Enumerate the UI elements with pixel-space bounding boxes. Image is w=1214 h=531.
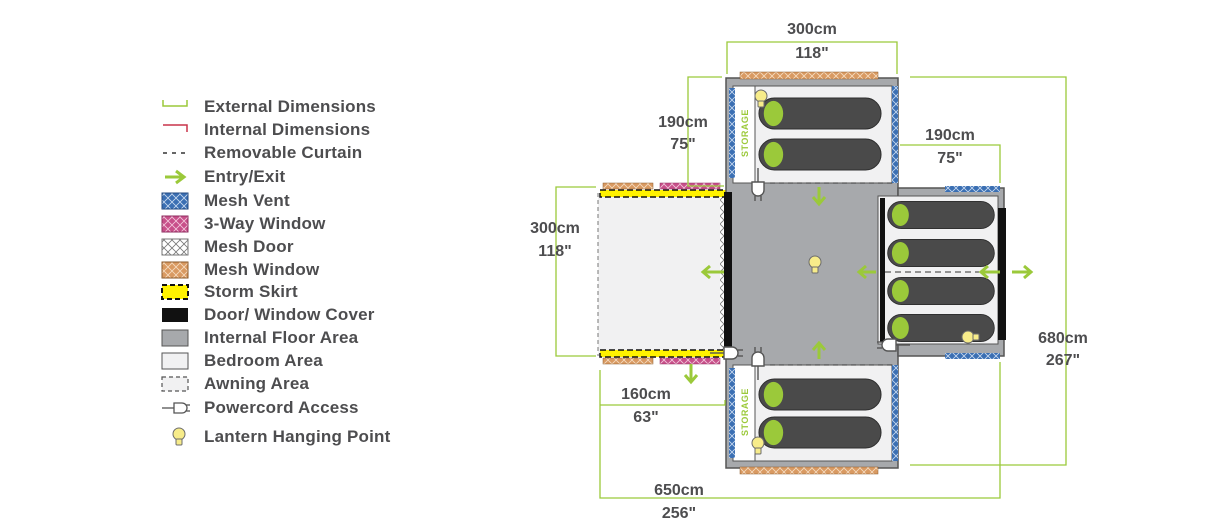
dim-right-room-depth-cm: 190cm	[925, 127, 975, 144]
legend-item-entry-exit: Entry/Exit	[160, 166, 285, 188]
door-window-cover-icon	[160, 304, 190, 326]
removable-curtain-icon	[160, 142, 190, 164]
legend-item-awning-area: Awning Area	[160, 373, 309, 395]
awning-area-icon	[160, 373, 190, 395]
legend-label: External Dimensions	[204, 97, 376, 116]
sleeping-bag	[758, 138, 882, 171]
dim-awning-height-cm: 300cm	[530, 220, 580, 237]
entry-exit-arrows	[683, 187, 1034, 385]
legend-label: Internal Dimensions	[204, 120, 371, 139]
external-dimensions-icon	[160, 96, 190, 118]
legend-label: Awning Area	[204, 374, 310, 393]
legend-item-mesh-vent: Mesh Vent	[160, 190, 290, 212]
legend-item-bedroom-area: Bedroom Area	[160, 350, 323, 372]
legend-item-storm-skirt: Storm Skirt	[160, 281, 298, 303]
entry-exit-arrow-icon	[683, 364, 699, 385]
awning-3way-window-bottom	[659, 357, 721, 365]
storage-label-bottom: STORAGE	[740, 388, 750, 436]
legend-label: Internal Floor Area	[204, 328, 359, 347]
storage-label-top: STORAGE	[740, 109, 750, 157]
entry-exit-arrow-icon	[1012, 264, 1034, 280]
dim-left-room-depth-cm: 190cm	[658, 114, 708, 131]
legend-item-internal-floor-area: Internal Floor Area	[160, 327, 358, 349]
legend-item-removable-curtain: Removable Curtain	[160, 142, 362, 164]
mesh-window-top	[739, 71, 879, 80]
legend-item-external-dimensions: External Dimensions	[160, 96, 376, 118]
legend-label: Mesh Window	[204, 260, 320, 279]
dim-awning-depth-cm: 160cm	[621, 386, 671, 403]
legend-label: Lantern Hanging Point	[204, 427, 391, 446]
legend-label: Entry/Exit	[204, 167, 286, 186]
mesh-vent-top-right	[892, 86, 898, 183]
legend-item-internal-dimensions: Internal Dimensions	[160, 119, 370, 141]
legend-label: Storm Skirt	[204, 282, 298, 301]
entry-exit-arrow-icon	[160, 166, 190, 188]
awning-mesh-window-top-left	[602, 182, 654, 190]
legend-label: Mesh Vent	[204, 191, 290, 210]
legend-label: Powercord Access	[204, 398, 359, 417]
legend-item-lantern: Lantern Hanging Point	[160, 426, 390, 448]
sleeping-bag	[887, 201, 995, 229]
dim-top-width-cm: 300cm	[787, 21, 837, 38]
internal-floor-area-icon	[160, 327, 190, 349]
dim-top-width-in: 118"	[795, 45, 828, 62]
mesh-vent-right-bottom	[945, 353, 1000, 359]
legend-label: Bedroom Area	[204, 351, 323, 370]
mesh-vent-right-top	[945, 186, 1000, 192]
bedroom-area-icon	[160, 350, 190, 372]
legend-item-door-window-cover: Door/ Window Cover	[160, 304, 375, 326]
sleeping-bag	[758, 416, 882, 449]
awning-mesh-window-bottom-left	[602, 357, 654, 365]
sleeping-bag	[758, 97, 882, 130]
entry-exit-arrow-icon	[811, 187, 827, 207]
legend-label: Door/ Window Cover	[204, 305, 375, 324]
mesh-door-icon	[160, 236, 190, 258]
legend-item-mesh-window: Mesh Window	[160, 259, 319, 281]
dim-awning-height-in: 118"	[538, 243, 571, 260]
dim-total-length-cm: 650cm	[654, 482, 704, 499]
legend-item-powercord-access: Powercord Access	[160, 397, 359, 419]
front-door-cover	[724, 192, 732, 355]
three-way-window-icon	[160, 213, 190, 235]
internal-dimensions-icon	[160, 119, 190, 141]
lantern-icon	[160, 426, 190, 448]
dim-awning-depth-in: 63"	[633, 409, 658, 426]
dim-left-room-depth-in: 75"	[670, 136, 695, 153]
mesh-vent-top-left	[729, 88, 735, 178]
storm-skirt-icon	[160, 281, 190, 303]
legend-label: 3-Way Window	[204, 214, 326, 233]
entry-exit-arrow-icon	[700, 264, 724, 280]
powercord-access-icon	[160, 397, 190, 419]
external-dimension-lines	[555, 41, 1067, 499]
mesh-window-icon	[160, 259, 190, 281]
legend-item-mesh-door: Mesh Door	[160, 236, 294, 258]
mesh-vent-bottom-right	[892, 365, 898, 461]
dim-total-length-in: 256"	[662, 505, 696, 522]
sleeping-bag	[758, 378, 882, 411]
right-door-cover	[998, 208, 1006, 340]
legend-label: Mesh Door	[204, 237, 294, 256]
awning-area	[597, 193, 728, 356]
legend-item-three-way-window: 3-Way Window	[160, 213, 326, 235]
legend-label: Removable Curtain	[204, 143, 363, 162]
sleeping-bag	[887, 239, 995, 267]
dim-total-height-in: 267"	[1046, 352, 1080, 369]
mesh-window-bottom	[739, 466, 879, 475]
entry-exit-arrow-icon	[856, 264, 876, 280]
entry-exit-arrow-icon	[978, 264, 1000, 280]
entry-exit-arrow-icon	[811, 340, 827, 359]
mesh-vent-icon	[160, 190, 190, 212]
dim-right-room-depth-in: 75"	[937, 150, 962, 167]
mesh-vent-bottom-left	[729, 368, 735, 458]
dim-total-height-cm: 680cm	[1038, 330, 1088, 347]
sleeping-bag	[887, 277, 995, 305]
